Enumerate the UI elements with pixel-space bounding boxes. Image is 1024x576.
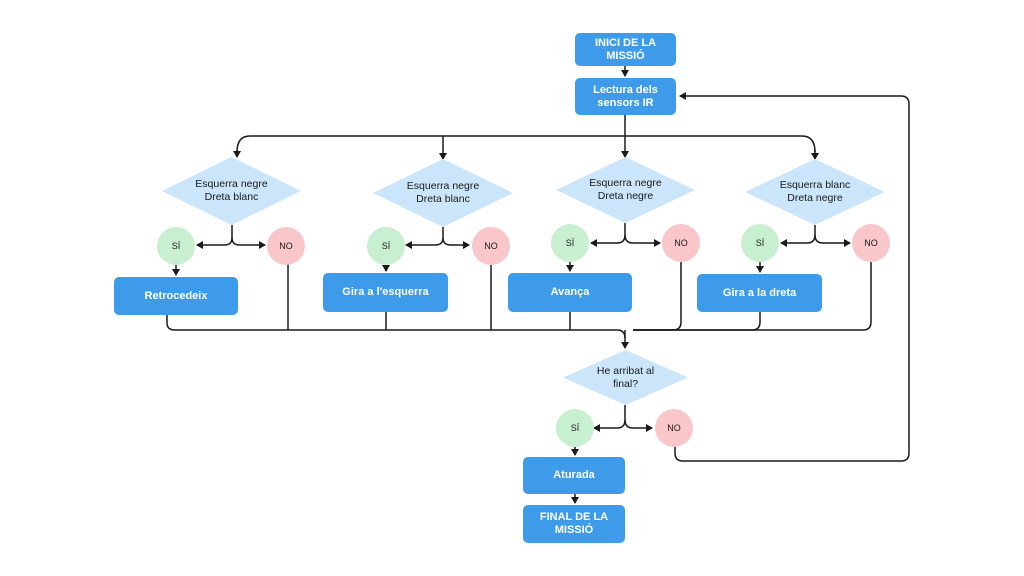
stop-box: Aturada xyxy=(523,457,625,494)
decision-diamond-4: Esquerra blanc Dreta negre xyxy=(745,159,885,225)
action-gira-esquerra: Gira a l'esquerra xyxy=(323,273,448,312)
yes-node-3: SÍ xyxy=(551,224,589,262)
decision-label: He arribat al final? xyxy=(596,364,655,390)
decision-label: Esquerra blanc Dreta negre xyxy=(779,179,851,204)
yes-node-4: SÍ xyxy=(741,224,779,262)
start-box: INICI DE LA MISSIÓ xyxy=(575,33,676,66)
final-decision-diamond: He arribat al final? xyxy=(563,350,688,405)
decision-label: Esquerra negre Dreta blanc xyxy=(406,180,480,205)
no-node-1: NO xyxy=(267,227,305,265)
no-node-4: NO xyxy=(852,224,890,262)
yes-node-1: SÍ xyxy=(157,227,195,265)
end-box: FINAL DE LA MISSIÓ xyxy=(523,505,625,543)
action-retrocedeix: Retrocedeix xyxy=(114,277,238,315)
no-node-2: NO xyxy=(472,227,510,265)
action-avanca: Avança xyxy=(508,273,632,312)
decision-diamond-1: Esquerra negre Dreta blanc xyxy=(162,157,301,225)
yes-node-2: SÍ xyxy=(367,227,405,265)
decision-label: Esquerra negre Dreta negre xyxy=(589,177,662,202)
decision-diamond-3: Esquerra negre Dreta negre xyxy=(556,157,695,223)
decision-label: Esquerra negre Dreta blanc xyxy=(195,178,268,203)
action-gira-dreta: Gira a la dreta xyxy=(697,274,822,312)
yes-node-final: SÍ xyxy=(556,409,594,447)
decision-diamond-2: Esquerra negre Dreta blanc xyxy=(373,159,513,227)
no-node-3: NO xyxy=(662,224,700,262)
no-node-final: NO xyxy=(655,409,693,447)
read-sensors-box: Lectura dels sensors IR xyxy=(575,78,676,115)
